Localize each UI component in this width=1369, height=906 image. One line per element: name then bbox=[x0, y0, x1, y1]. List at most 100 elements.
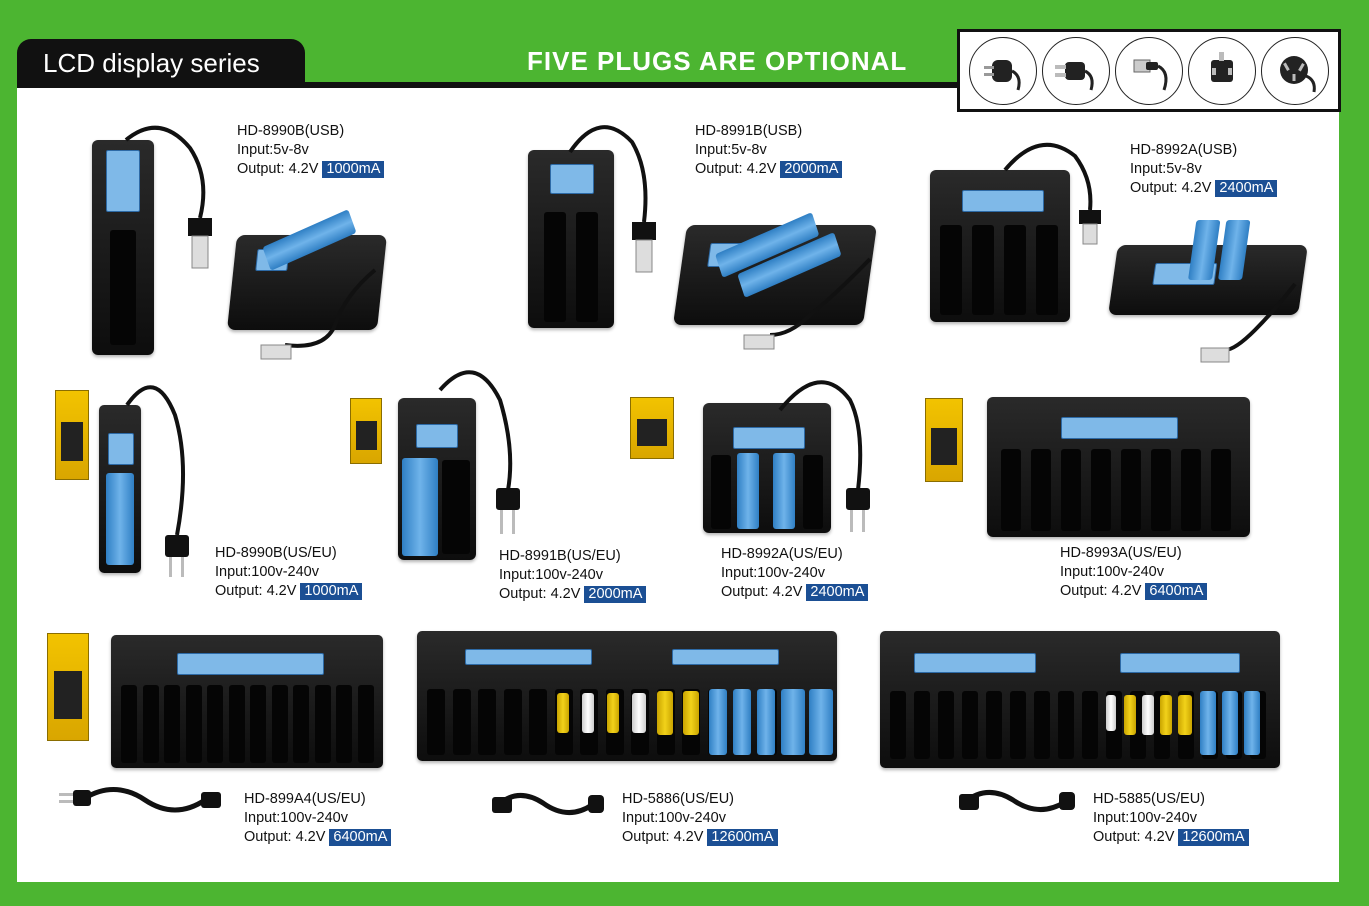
battery-slot bbox=[121, 685, 137, 763]
battery-slot bbox=[293, 685, 309, 763]
battery-slot bbox=[336, 685, 352, 763]
battery-slot bbox=[314, 685, 331, 763]
model-name: HD-8993A(US/EU) bbox=[1060, 545, 1182, 561]
battery-cell bbox=[632, 693, 646, 733]
lcd-screen bbox=[177, 653, 324, 675]
retail-box bbox=[925, 398, 963, 482]
spec-hd-8992a-us-eu: HD-8992A(US/EU) Input:100v-240v Output: … bbox=[721, 545, 869, 602]
battery-slot bbox=[938, 691, 954, 759]
output-spec: Output: 4.2V bbox=[215, 583, 297, 599]
battery-slot bbox=[1004, 225, 1026, 315]
battery-slot bbox=[803, 455, 823, 529]
model-name: HD-8992A(USB) bbox=[1130, 142, 1238, 158]
battery-cell bbox=[402, 458, 438, 556]
battery-slot bbox=[1151, 449, 1171, 531]
battery-slot bbox=[1181, 449, 1201, 531]
spec-hd-8990b-us-eu: HD-8990B(US/EU) Input:100v-240v Output: … bbox=[215, 544, 363, 601]
battery-slot bbox=[452, 689, 471, 755]
retail-box bbox=[630, 397, 674, 459]
power-cord bbox=[959, 790, 1075, 812]
battery-cell bbox=[106, 473, 134, 565]
battery-slot bbox=[110, 230, 136, 345]
output-spec: Output: 4.2V bbox=[622, 829, 704, 845]
battery-slot bbox=[142, 685, 159, 763]
usb-cable bbox=[1200, 282, 1297, 363]
plug-options bbox=[957, 29, 1341, 112]
battery-slot bbox=[576, 212, 598, 322]
battery-cell bbox=[737, 453, 759, 529]
headline: FIVE PLUGS ARE OPTIONAL bbox=[527, 46, 908, 76]
usb-plug-icon bbox=[1114, 36, 1183, 105]
current-badge: 1000mA bbox=[322, 161, 385, 178]
battery-slot bbox=[1121, 449, 1141, 531]
usb-cable bbox=[568, 125, 656, 273]
input-spec: Input:100v-240v bbox=[244, 810, 348, 826]
charger-8992a-us-eu bbox=[703, 403, 831, 533]
battery-slot bbox=[427, 689, 445, 755]
battery-slot bbox=[228, 685, 245, 763]
lcd-screen bbox=[416, 424, 458, 448]
current-badge: 2400mA bbox=[806, 584, 869, 601]
usb-cable bbox=[1003, 142, 1101, 245]
series-title: LCD display series bbox=[17, 39, 305, 87]
output-spec: Output: 4.2V bbox=[721, 584, 803, 600]
input-spec: Input:5v-8v bbox=[695, 142, 767, 158]
battery-slot bbox=[478, 689, 496, 755]
battery-cell bbox=[1244, 691, 1260, 755]
model-name: HD-8990B(USB) bbox=[237, 123, 345, 139]
battery-cell bbox=[582, 693, 594, 733]
battery-cell bbox=[557, 693, 569, 733]
battery-cell bbox=[733, 689, 751, 755]
charger-899a4-us-eu bbox=[111, 635, 383, 768]
lcd-screen bbox=[733, 427, 805, 449]
power-cord bbox=[492, 793, 604, 815]
lcd-screen bbox=[962, 190, 1044, 212]
battery-slot bbox=[1010, 691, 1026, 759]
battery-slot bbox=[940, 225, 962, 315]
current-badge: 2400mA bbox=[1215, 180, 1278, 197]
battery-slot bbox=[1034, 691, 1050, 759]
lcd-screen bbox=[1120, 653, 1240, 673]
battery-slot bbox=[972, 225, 994, 315]
retail-box bbox=[350, 398, 382, 464]
charger-5885-us-eu bbox=[880, 631, 1280, 768]
current-badge: 12600mA bbox=[707, 829, 778, 846]
battery-slot bbox=[529, 689, 547, 755]
battery-slot bbox=[250, 685, 266, 763]
battery-cell bbox=[773, 453, 795, 529]
battery-slot bbox=[185, 685, 202, 763]
current-badge: 6400mA bbox=[1145, 583, 1208, 600]
output-spec: Output: 4.2V bbox=[1060, 583, 1142, 599]
spec-hd-5886-us-eu: HD-5886(US/EU) Input:100v-240v Output: 4… bbox=[622, 790, 778, 847]
battery-slot bbox=[1031, 449, 1051, 531]
battery-slot bbox=[1091, 449, 1111, 531]
input-spec: Input:100v-240v bbox=[215, 564, 319, 580]
battery-cell bbox=[657, 691, 673, 735]
battery-cell bbox=[607, 693, 619, 733]
retail-box bbox=[55, 390, 89, 480]
charger-8991b-usb-upright bbox=[528, 150, 614, 328]
battery-slot bbox=[890, 691, 906, 759]
output-spec: Output: 4.2V bbox=[1093, 829, 1175, 845]
current-badge: 12600mA bbox=[1178, 829, 1249, 846]
eu-plug-icon bbox=[968, 36, 1037, 105]
battery-cell bbox=[1200, 691, 1216, 755]
model-name: HD-899A4(US/EU) bbox=[244, 791, 366, 807]
usb-cable bbox=[260, 268, 377, 360]
au-plug-icon bbox=[1261, 36, 1330, 105]
battery-slot bbox=[503, 689, 522, 755]
spec-hd-8993a-us-eu: HD-8993A(US/EU) Input:100v-240v Output: … bbox=[1060, 544, 1208, 601]
battery-slot bbox=[962, 691, 978, 759]
current-badge: 6400mA bbox=[329, 829, 392, 846]
header-rule bbox=[17, 82, 957, 88]
model-name: HD-5885(US/EU) bbox=[1093, 791, 1205, 807]
battery-cell bbox=[1178, 695, 1192, 735]
battery-slot bbox=[544, 212, 566, 322]
model-name: HD-5886(US/EU) bbox=[622, 791, 734, 807]
usb-cable bbox=[124, 125, 212, 269]
charger-5886-us-eu bbox=[417, 631, 837, 761]
input-spec: Input:5v-8v bbox=[1130, 161, 1202, 177]
battery-cell bbox=[683, 691, 699, 735]
lcd-screen bbox=[1061, 417, 1178, 439]
